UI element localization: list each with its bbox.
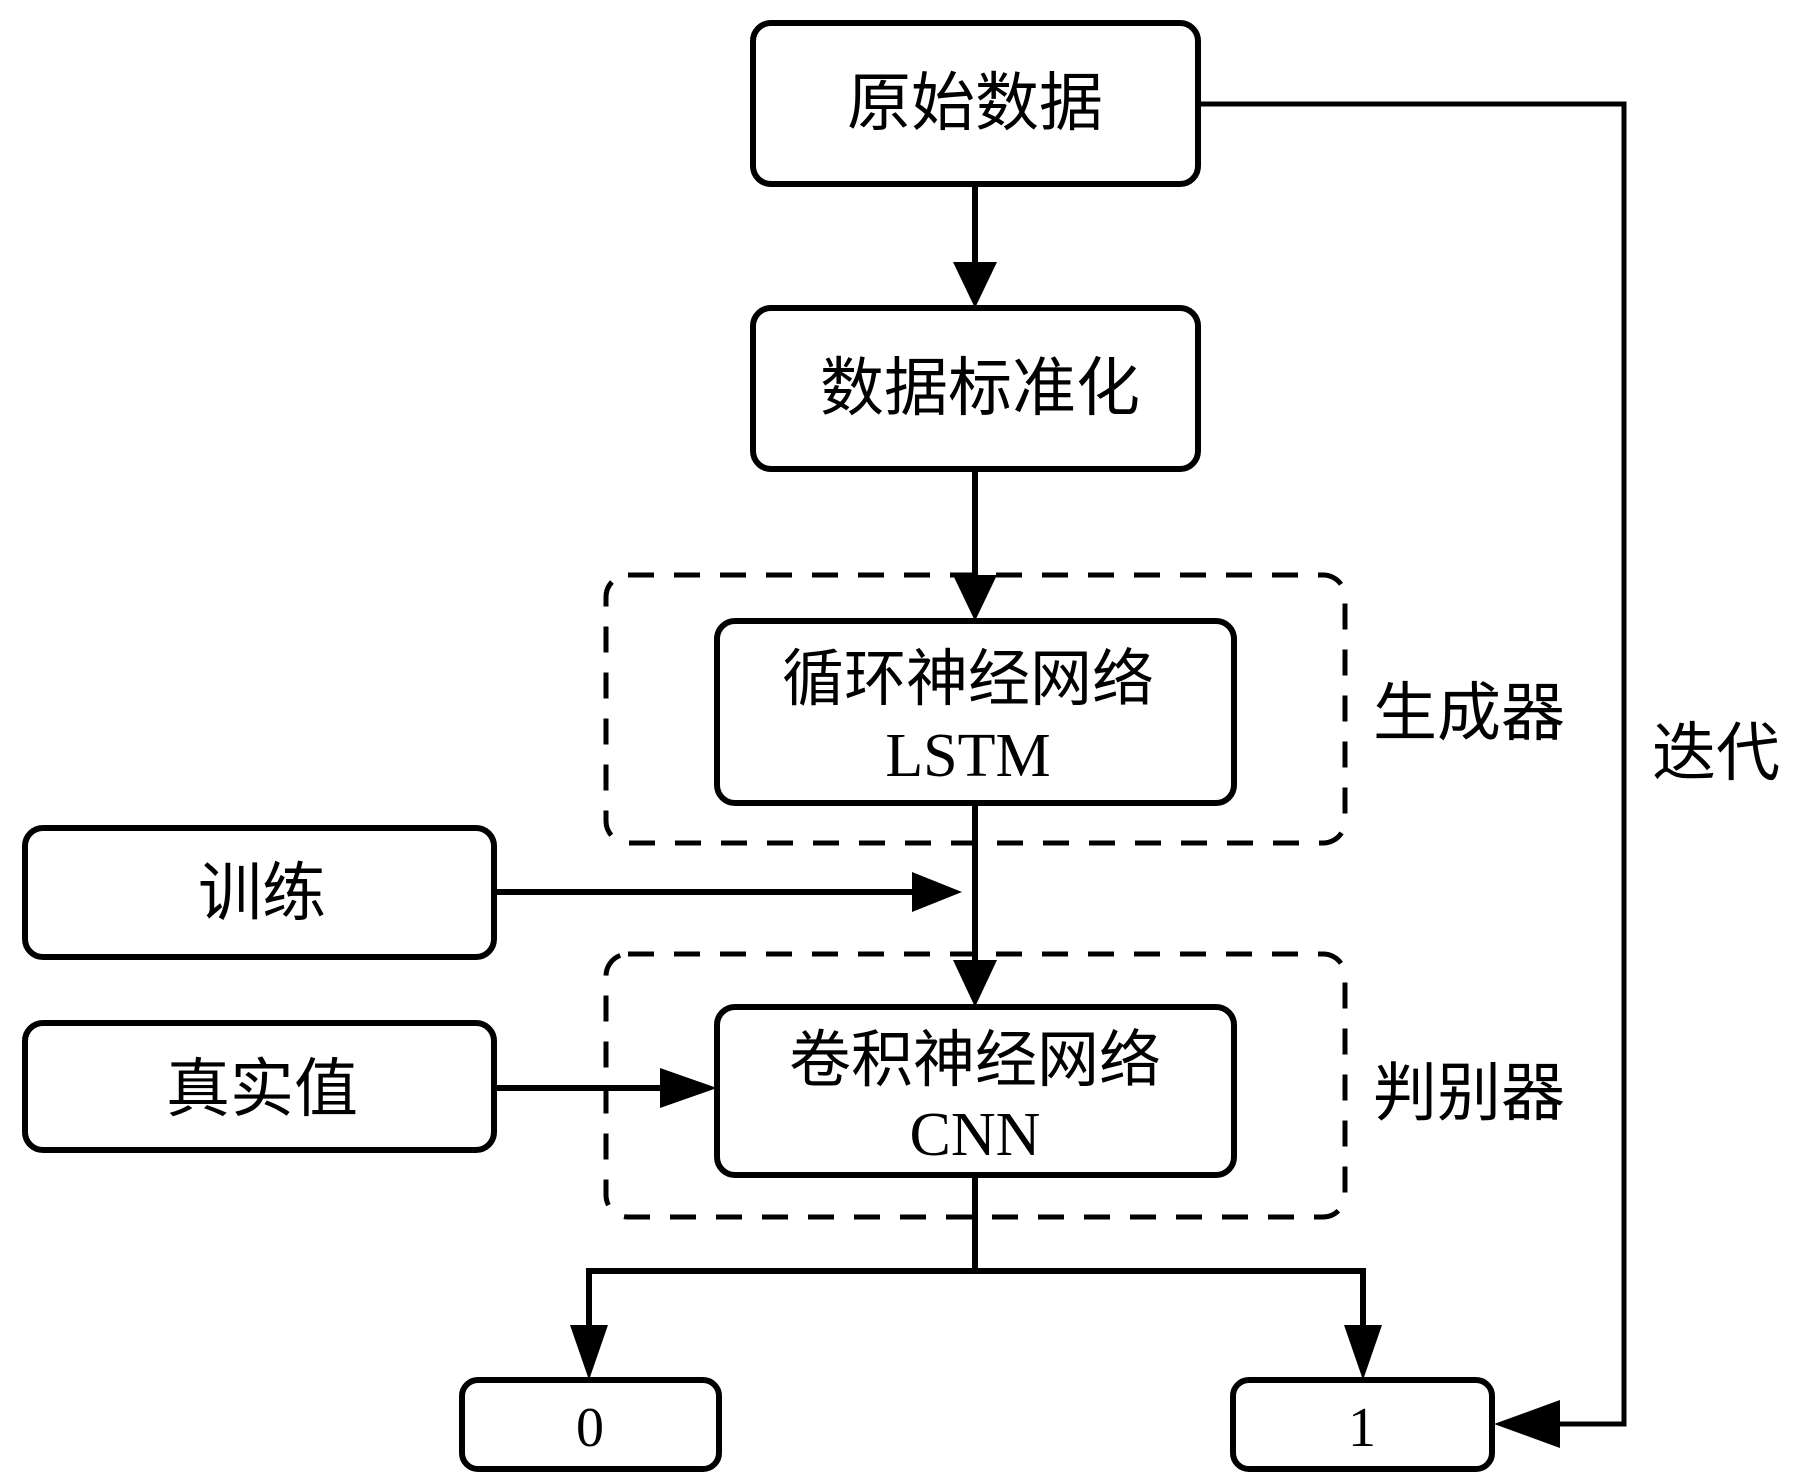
arrowhead-one: [1344, 1325, 1382, 1380]
node-lstm-label-cn: 循环神经网络: [782, 642, 1154, 715]
node-normalize[interactable]: 数据标准化: [750, 305, 1201, 472]
arrowhead-real: [660, 1068, 717, 1108]
node-train[interactable]: 训练: [22, 825, 497, 960]
discriminator-group-label: 判别器: [1373, 1057, 1565, 1131]
node-normalize-label: 数据标准化: [820, 352, 1140, 426]
generator-group-label: 生成器: [1373, 677, 1565, 751]
node-real-value[interactable]: 真实值: [22, 1020, 497, 1153]
node-cnn-label-cn: 卷积神经网络: [789, 1023, 1161, 1096]
node-raw-data-label: 原始数据: [847, 67, 1103, 141]
node-cnn[interactable]: 卷积神经网络 CNN: [714, 1004, 1237, 1178]
arrowhead-zero: [570, 1325, 608, 1380]
connectors: [494, 101, 1627, 1427]
arrowhead-lstm: [953, 575, 997, 621]
node-output-zero-label: 0: [576, 1397, 604, 1459]
arrowhead-iteration: [1494, 1400, 1560, 1448]
iteration-loop-label: 迭代: [1652, 717, 1780, 791]
arrowheads: [570, 262, 1560, 1448]
node-train-label: 训练: [198, 857, 326, 931]
node-raw-data[interactable]: 原始数据: [750, 20, 1201, 187]
node-output-zero[interactable]: 0: [459, 1377, 722, 1472]
node-lstm[interactable]: 循环神经网络 LSTM: [714, 618, 1237, 806]
node-lstm-label-en: LSTM: [885, 722, 1050, 790]
node-output-one-label: 1: [1348, 1397, 1376, 1459]
arrowhead-train: [912, 872, 962, 912]
arrowhead-cnn: [953, 960, 997, 1007]
arrowhead-normalize: [953, 262, 997, 308]
edge-branch: [586, 1268, 1366, 1330]
node-output-one[interactable]: 1: [1230, 1377, 1495, 1472]
node-cnn-label-en: CNN: [910, 1101, 1041, 1169]
edge-iteration-loop: [1198, 101, 1627, 1427]
node-real-value-label: 真实值: [166, 1053, 358, 1127]
